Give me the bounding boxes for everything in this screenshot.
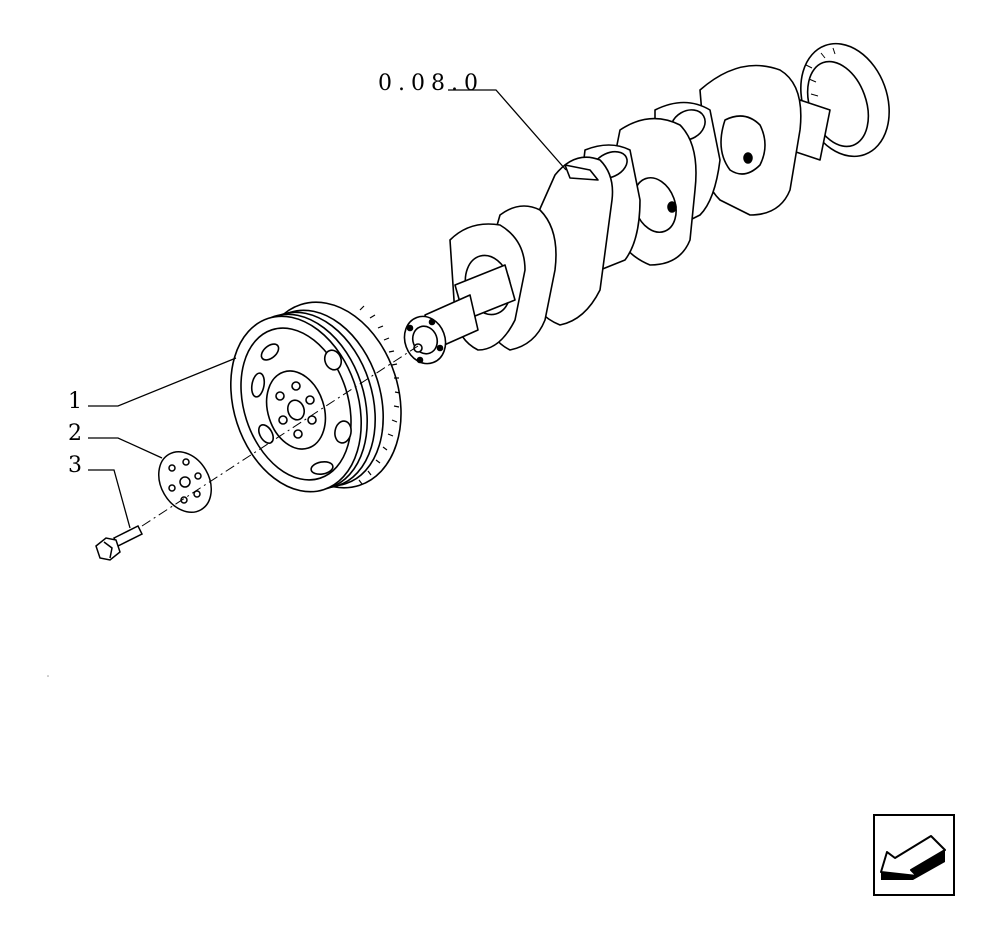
callout-2: 2 bbox=[68, 421, 82, 446]
assembly-centerline bbox=[141, 345, 419, 527]
pulley bbox=[230, 301, 402, 493]
bolt bbox=[95, 524, 144, 561]
washer bbox=[158, 451, 212, 513]
back-arrow-icon bbox=[880, 835, 946, 880]
stray-mark bbox=[47, 675, 49, 677]
leader-lines bbox=[88, 89, 567, 529]
reference-label: 0.08.0 bbox=[378, 71, 484, 96]
callout-1: 1 bbox=[68, 389, 82, 414]
callout-3: 3 bbox=[68, 453, 82, 478]
back-navigation-button[interactable] bbox=[873, 814, 955, 896]
crankshaft bbox=[403, 42, 890, 365]
